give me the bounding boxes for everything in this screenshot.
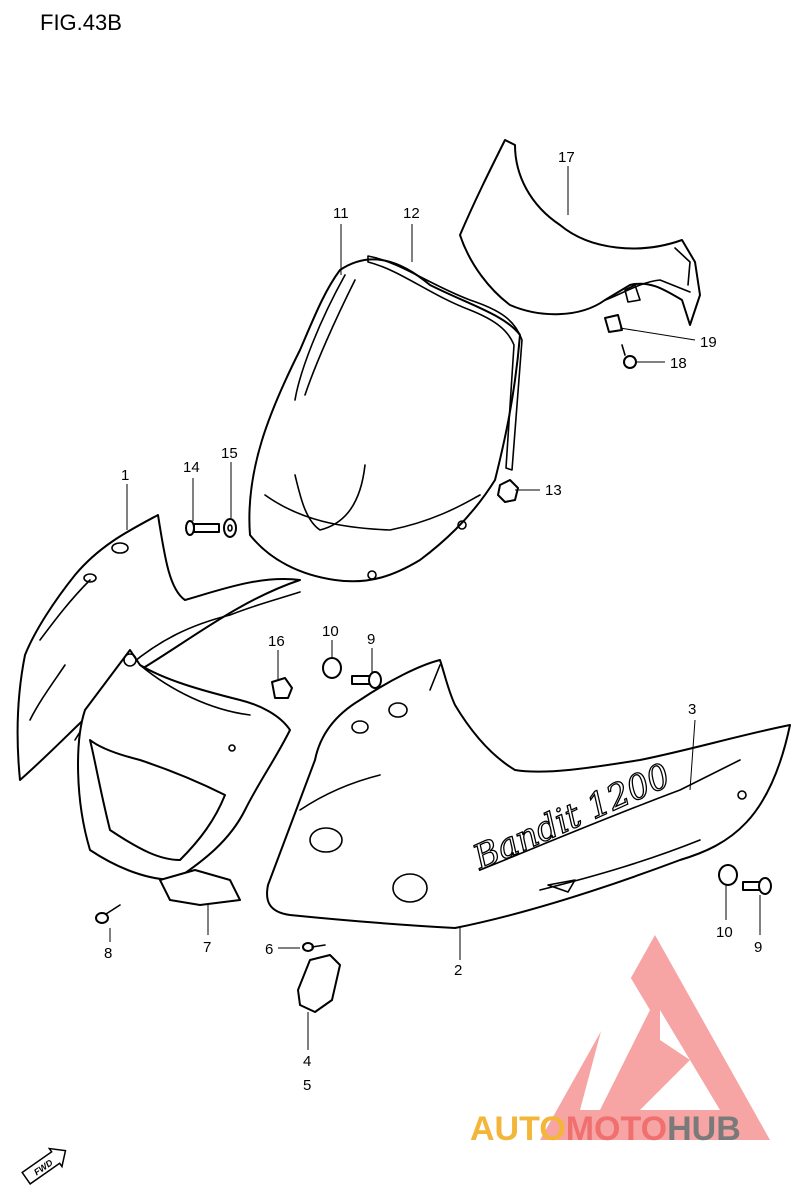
- part-19-clip: [604, 314, 623, 333]
- callout-18: 18: [670, 355, 687, 372]
- part-8-screw: [95, 904, 121, 924]
- callout-7: 7: [203, 939, 211, 956]
- part-17-meter-cover: [459, 139, 701, 326]
- callout-17: 17: [558, 149, 575, 166]
- callout-13: 13: [545, 482, 562, 499]
- callout-15: 15: [221, 445, 238, 462]
- part-inner-panel: [77, 649, 291, 881]
- callout-10-upper: 10: [322, 623, 339, 640]
- callout-3: 3: [688, 701, 696, 718]
- part-13-nut: [497, 479, 519, 503]
- callout-16: 16: [268, 633, 285, 650]
- callout-9-upper: 9: [367, 631, 375, 648]
- callout-11: 11: [333, 205, 349, 222]
- callout-12: 12: [403, 205, 420, 222]
- watermark-logo: [540, 935, 770, 1140]
- part-11-windscreen: [248, 258, 521, 583]
- part-10-grommet-lower: [718, 864, 738, 886]
- callout-5: 5: [303, 1077, 311, 1094]
- fwd-arrow-icon: FWD: [21, 1147, 67, 1185]
- callout-1: 1: [121, 467, 129, 484]
- callout-8: 8: [104, 945, 112, 962]
- part-10-grommet-upper: [322, 657, 342, 679]
- watermark-inner-cut-icon: [580, 960, 650, 1110]
- part-18-screw: [621, 344, 637, 369]
- part-9-screw-upper: [351, 671, 382, 689]
- callout-10-lower: 10: [716, 924, 733, 941]
- part-6-screw: [302, 942, 326, 952]
- leader-lines: [109, 166, 761, 1050]
- callout-14: 14: [183, 459, 200, 476]
- part-2-lower-cowl: [266, 659, 791, 929]
- watermark-hub: HUB: [667, 1110, 741, 1148]
- callout-6: 6: [265, 941, 273, 958]
- watermark-inner-cut2-icon: [640, 1010, 720, 1110]
- part-12-windscreen-trim: [367, 255, 523, 471]
- figure-title: FIG.43B: [40, 10, 122, 35]
- callout-9-lower: 9: [754, 939, 762, 956]
- part-9-screw-lower: [742, 877, 772, 895]
- callouts: 17 11 12 19 18 13 14 15 1 16 10 9 3 2 8 …: [104, 149, 762, 1094]
- part-14-bolt: [185, 520, 220, 536]
- part-7-bracket: [159, 869, 241, 906]
- callout-2: 2: [454, 962, 462, 979]
- watermark-moto: MOTO: [566, 1110, 667, 1148]
- part-15-washer: [223, 518, 237, 538]
- callout-19: 19: [700, 334, 717, 351]
- part-4-bracket: [297, 954, 341, 1013]
- part-16-grommet: [271, 677, 293, 699]
- callout-4: 4: [303, 1053, 311, 1070]
- watermark-text: AUTOMOTOHUB: [470, 1110, 741, 1148]
- watermark-auto: AUTO: [470, 1110, 566, 1148]
- svg-text:AUTOMOTOHUB: AUTOMOTOHUB: [470, 1110, 741, 1148]
